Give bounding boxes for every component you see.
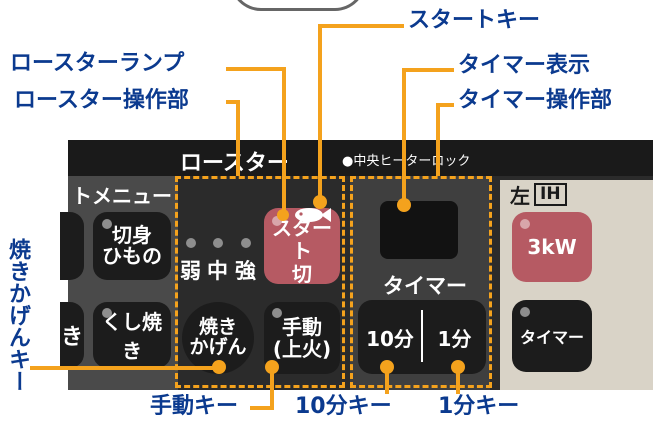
callout-roaster-controls: ロースター操作部 — [14, 88, 189, 113]
leader-ten-min-dot — [380, 360, 394, 374]
leader-start-key-h — [318, 24, 404, 28]
menu-label: トメニュー — [72, 184, 172, 208]
callout-yakikagen-key: 焼きかげんキー — [5, 238, 30, 392]
callout-start-key: スタートキー — [408, 8, 541, 33]
leader-roaster-lamp-dot — [277, 209, 289, 221]
partial-menu-button-top[interactable] — [60, 212, 84, 280]
leader-timer-controls-h — [436, 103, 454, 107]
leader-yakikagen-dot — [212, 360, 226, 374]
kirimi-himono-button[interactable]: 切身 ひもの — [93, 212, 171, 280]
one-minute-button[interactable]: 1分 — [437, 326, 472, 351]
medium-label: 中 — [207, 259, 228, 283]
kirimi-led — [102, 219, 112, 229]
leader-manual-v — [270, 366, 274, 410]
weak-label: 弱 — [180, 259, 201, 283]
leader-manual-dot — [265, 360, 279, 374]
leader-roaster-controls-h — [226, 100, 240, 104]
timer-label: タイマー — [383, 274, 467, 298]
callout-manual-key: 手動キー — [150, 394, 239, 419]
leader-timer-display-v — [402, 68, 406, 206]
leader-yakikagen-h — [30, 366, 220, 370]
partial-menu-button-bottom[interactable]: き — [60, 302, 84, 368]
leader-roaster-lamp-h — [226, 67, 286, 71]
leader-roaster-lamp-v — [282, 67, 286, 212]
timer-button-divider — [421, 310, 423, 362]
leader-timer-display-h — [402, 68, 454, 72]
leader-one-min-v — [456, 366, 460, 394]
callout-ten-min-key: 10分キー — [295, 394, 392, 419]
timer-display — [380, 201, 458, 259]
panel-header-strip — [68, 140, 653, 176]
ih-badge: IH — [534, 183, 567, 206]
kushiyaki-led — [102, 308, 112, 318]
leader-one-min-dot — [451, 360, 465, 374]
leader-roaster-controls-v — [236, 100, 240, 176]
roaster-controls-box — [175, 176, 345, 388]
weak-led — [186, 238, 196, 248]
callout-one-min-key: 1分キー — [438, 394, 520, 419]
three-kw-button[interactable]: 3kW — [512, 212, 592, 282]
panel-top-edge — [230, 0, 366, 11]
left-ih-label: 左 IH — [510, 180, 567, 209]
strong-led — [241, 238, 251, 248]
leader-start-key-dot — [313, 195, 327, 209]
roaster-lamp-led — [272, 216, 282, 226]
callout-timer-controls: タイマー操作部 — [458, 88, 613, 113]
roaster-title: ロースター — [180, 151, 289, 176]
leader-start-key-v — [318, 24, 322, 200]
leader-timer-controls-v — [436, 103, 440, 176]
leader-timer-display-dot — [397, 198, 411, 212]
leader-ten-min-v — [385, 366, 389, 394]
ih-timer-led — [520, 307, 530, 317]
three-kw-led — [520, 219, 530, 229]
leader-manual-h — [250, 406, 274, 410]
callout-timer-display: タイマー表示 — [458, 53, 591, 78]
ten-minute-button[interactable]: 10分 — [366, 326, 414, 351]
medium-led — [213, 238, 223, 248]
strong-label: 強 — [235, 259, 256, 283]
timer-controls-box — [350, 176, 492, 388]
center-heater-lock-label: ●中央ヒーターロック — [342, 154, 471, 169]
manual-led — [272, 308, 282, 318]
callout-roaster-lamp: ロースターランプ — [10, 51, 185, 76]
fish-icon — [295, 208, 331, 222]
